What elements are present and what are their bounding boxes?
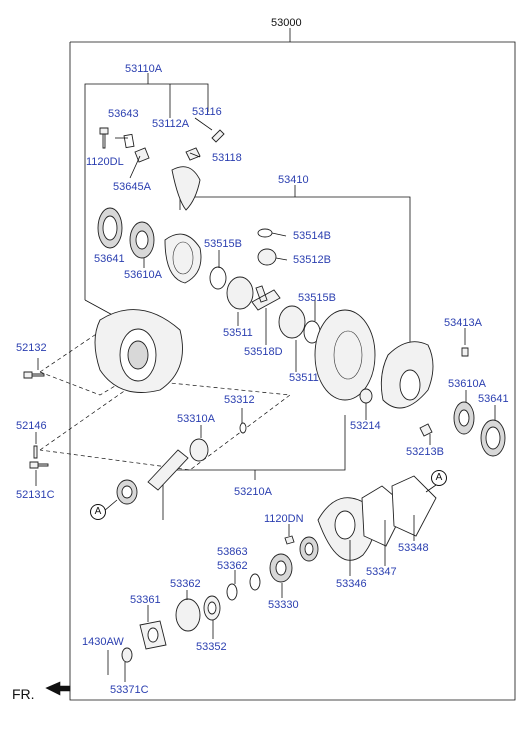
label-53641-b[interactable]: 53641 [478, 393, 509, 405]
plate-53645A [134, 147, 150, 163]
label-53610A-b[interactable]: 53610A [448, 378, 486, 390]
flange-seal-53362 [175, 598, 201, 632]
label-53515B[interactable]: 53515B [204, 238, 242, 250]
bracket-53110A [84, 83, 209, 300]
clip-53643 [123, 133, 135, 149]
label-53330[interactable]: 53330 [268, 599, 299, 611]
washer-53514B [257, 228, 273, 238]
label-53210A[interactable]: 53210A [234, 486, 272, 498]
assembly-frame [69, 41, 516, 701]
pinion-53512B [257, 248, 277, 266]
label-53361[interactable]: 53361 [130, 594, 161, 606]
label-53371C[interactable]: 53371C [110, 684, 149, 696]
label-53863[interactable]: 53863 [217, 546, 248, 558]
nut-53214 [359, 388, 373, 404]
label-53346[interactable]: 53346 [336, 578, 367, 590]
label-53362[interactable]: 53362 [217, 560, 248, 572]
label-53352[interactable]: 53352 [196, 641, 227, 653]
label-53511-b[interactable]: 53511 [289, 372, 319, 384]
label-53515B-b[interactable]: 53515B [298, 292, 336, 304]
label-1120DN[interactable]: 1120DN [264, 513, 304, 525]
gear-53511-b [278, 305, 306, 339]
ring-gear [314, 309, 376, 401]
ref-marker-a-right: A [431, 470, 447, 486]
label-52131C[interactable]: 52131C [16, 489, 55, 501]
label-53213B[interactable]: 53213B [406, 446, 444, 458]
front-arrow-icon [45, 681, 71, 696]
direction-label: FR. [12, 686, 35, 702]
label-53518D[interactable]: 53518D [244, 346, 283, 358]
label-53641[interactable]: 53641 [94, 253, 125, 265]
gear-53511 [226, 276, 254, 310]
label-53514B[interactable]: 53514B [293, 230, 331, 242]
label-1120DL[interactable]: 1120DL [86, 156, 124, 168]
label-53347[interactable]: 53347 [366, 566, 397, 578]
label-53610A[interactable]: 53610A [124, 269, 162, 281]
bolt-53116 [211, 129, 225, 143]
label-53116[interactable]: 53116 [192, 106, 222, 118]
washer-53515B [209, 266, 227, 290]
bolt-53213B [419, 423, 433, 437]
label-53110A[interactable]: 53110A [125, 63, 163, 75]
label-53118[interactable]: 53118 [212, 152, 242, 164]
label-53214[interactable]: 53214 [350, 420, 381, 432]
label-53312[interactable]: 53312 [224, 394, 255, 406]
label-assembly-53000[interactable]: 53000 [271, 17, 302, 29]
bolt-52132 [23, 371, 45, 379]
label-53310A[interactable]: 53310A [177, 413, 215, 425]
bolt-1120DL [99, 127, 109, 149]
diff-case-53410 [164, 233, 202, 284]
ref-marker-a-left: A [90, 504, 106, 520]
label-53348[interactable]: 53348 [398, 542, 429, 554]
label-53413A[interactable]: 53413A [444, 317, 482, 329]
label-53511[interactable]: 53511 [223, 327, 253, 339]
ring-53863 [226, 583, 238, 601]
gasket-53348 [391, 475, 437, 537]
nut-53371C [121, 647, 133, 663]
label-53643[interactable]: 53643 [108, 108, 139, 120]
cap-53112A [171, 166, 201, 211]
bolt-1120DN [284, 535, 295, 545]
label-53112A[interactable]: 53112A [152, 118, 190, 130]
pinion-53210A [147, 449, 189, 491]
ring-53312 [239, 422, 247, 434]
shaft-53518D [251, 285, 281, 311]
spacer-53362 [249, 573, 261, 591]
label-1430AW[interactable]: 1430AW [82, 636, 124, 648]
bearing-53310A [189, 438, 209, 462]
label-53512B[interactable]: 53512B [293, 254, 331, 266]
pin-52146 [33, 445, 38, 459]
label-52146[interactable]: 52146 [16, 420, 47, 432]
label-53410[interactable]: 53410 [278, 174, 309, 186]
label-53645A[interactable]: 53645A [113, 181, 151, 193]
bolt-53413A [461, 347, 469, 357]
bolt-52131C [29, 461, 49, 469]
label-52132[interactable]: 52132 [16, 342, 47, 354]
label-53362-b[interactable]: 53362 [170, 578, 201, 590]
bracket-53210A [162, 415, 346, 520]
